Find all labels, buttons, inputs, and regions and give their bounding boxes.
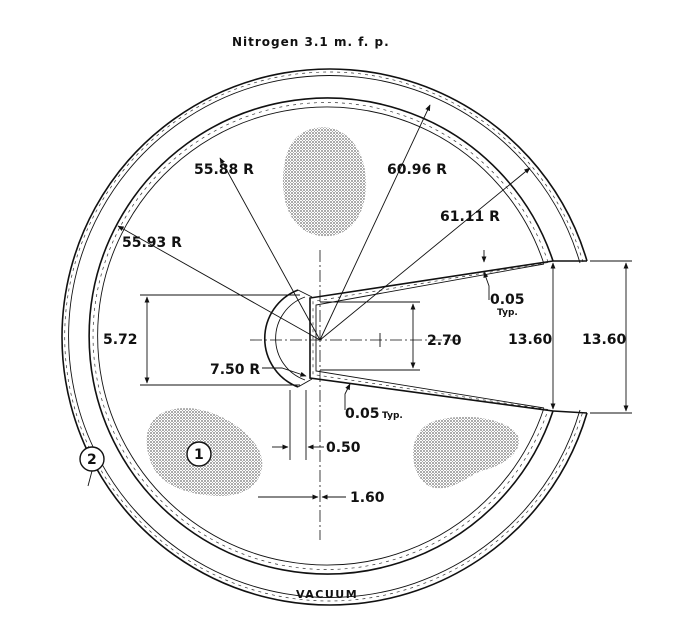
- nose-bottom-joint: [297, 378, 313, 388]
- label-60-96-r: 60.96 R: [387, 162, 447, 178]
- label-61-11-r: 61.11 R: [440, 209, 500, 225]
- region-2-leader: [87, 470, 93, 487]
- leader-7-50: [262, 367, 307, 377]
- label-0-05-bottom: 0.05: [345, 406, 380, 422]
- inner-vessel-outer-wall: [88, 97, 554, 575]
- label-vacuum: VACUUM: [296, 588, 358, 601]
- region-1-circle: [186, 441, 212, 467]
- label-55-93-r: 55.93 R: [122, 235, 182, 251]
- nose-top-joint: [297, 289, 313, 298]
- label-0-05-top: 0.05: [490, 292, 525, 308]
- label-region-2: 2: [87, 452, 97, 468]
- slot-wall-hatching: [312, 262, 549, 410]
- inner-vessel-inner-wall: [97, 106, 545, 566]
- label-13-60-inner: 13.60: [508, 332, 553, 348]
- label-55-88-r: 55.88 R: [194, 162, 254, 178]
- label-typ-bottom: Typ.: [382, 411, 403, 421]
- slot-outer-boundary: [309, 260, 554, 412]
- label-typ-top: Typ.: [497, 308, 518, 318]
- nose-inner-arc: [275, 296, 306, 381]
- label-0-50: 0.50: [326, 440, 361, 456]
- label-7-50-r: 7.50 R: [210, 362, 260, 378]
- outer-wall-hatching: [64, 71, 584, 602]
- label-region-1: 1: [194, 447, 204, 463]
- slot-lower-outer-wall: [552, 410, 588, 414]
- stippled-region-right: [412, 416, 520, 489]
- inner-wall-hatching: [92, 102, 549, 570]
- leader-55-88: [219, 157, 321, 341]
- leader-0-05-bottom: [344, 383, 351, 410]
- label-13-60-outer: 13.60: [582, 332, 627, 348]
- outer-vessel-inner-line: [68, 75, 581, 598]
- diagram-title: Nitrogen 3.1 m. f. p.: [232, 35, 390, 49]
- outer-vessel-outer-wall: [61, 68, 588, 606]
- leader-55-93: [117, 225, 321, 341]
- label-1-60: 1.60: [350, 490, 385, 506]
- leader-0-05-top: [483, 271, 490, 300]
- nose-outer-arc: [264, 289, 299, 388]
- label-5-72: 5.72: [103, 332, 138, 348]
- leader-60-96: [319, 104, 431, 341]
- label-2-70: 2.70: [427, 333, 462, 349]
- leader-61-11: [319, 167, 531, 341]
- stippled-region-top: [282, 127, 367, 237]
